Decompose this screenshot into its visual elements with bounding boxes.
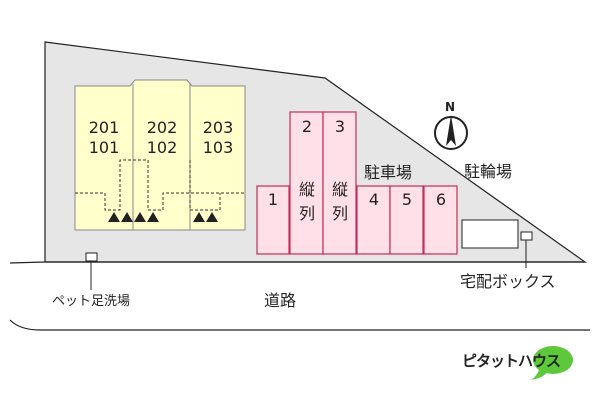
tandem-text: 縦列 xyxy=(331,180,348,223)
parking-spaces xyxy=(256,111,458,255)
logo-text: ピタットハウス xyxy=(462,352,561,370)
parking-number-2: 2 xyxy=(301,117,313,136)
unit-lower: 102 xyxy=(146,138,178,157)
parking-number-4: 4 xyxy=(368,190,380,209)
unit-label-203-103: 203 103 xyxy=(190,118,246,158)
unit-upper: 203 xyxy=(202,118,234,137)
road-label: 道路 xyxy=(264,291,297,310)
parking-label: 駐車場 xyxy=(364,163,413,182)
parking-space-1 xyxy=(256,185,290,255)
logo-icon xyxy=(530,346,573,380)
unit-lower: 101 xyxy=(88,138,120,157)
parking-number-3: 3 xyxy=(334,117,346,136)
road-edge-upper xyxy=(9,261,585,264)
parking-space-6 xyxy=(423,185,458,255)
parking-space-2 xyxy=(289,111,324,255)
compass-icon xyxy=(434,115,468,150)
bicycle-parking-area xyxy=(461,219,519,249)
parking-number-6: 6 xyxy=(435,190,447,209)
porch-dashes xyxy=(75,159,245,211)
parking-space-5 xyxy=(389,185,424,255)
unit-label-201-101: 201 101 xyxy=(76,118,132,158)
pet-wash-marker xyxy=(85,252,98,262)
delivery-box-marker xyxy=(520,231,533,241)
unit-upper: 201 xyxy=(88,118,120,137)
parking-space-3 xyxy=(322,111,357,255)
stair-markers xyxy=(108,212,218,222)
unit-lower: 103 xyxy=(202,138,234,157)
unit-upper: 202 xyxy=(146,118,178,137)
road-edge-lower xyxy=(9,319,590,331)
compass-north-label: N xyxy=(445,100,456,114)
bicycle-parking-label: 駐輪場 xyxy=(464,162,513,181)
unit-label-202-102: 202 102 xyxy=(134,118,190,158)
tandem-label-2: 縦列 xyxy=(291,178,323,226)
tandem-text: 縦列 xyxy=(298,180,315,223)
pet-wash-label: ペット足洗場 xyxy=(52,294,131,309)
tandem-label-3: 縦列 xyxy=(324,178,356,226)
parking-number-1: 1 xyxy=(267,190,279,209)
parking-number-5: 5 xyxy=(401,190,413,209)
delivery-box-label: 宅配ボックス xyxy=(460,272,556,291)
